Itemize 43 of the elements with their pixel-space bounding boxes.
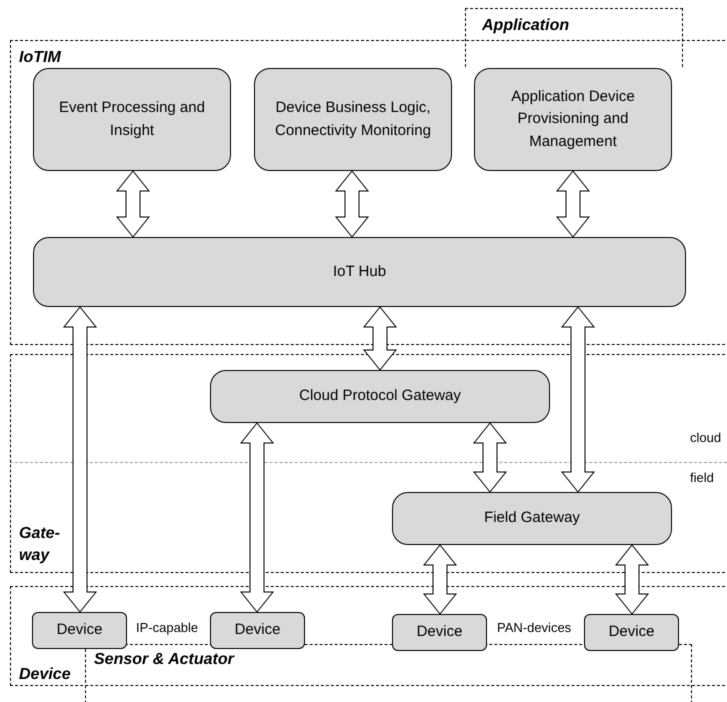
- process-box: [254, 68, 452, 171]
- process-box: [210, 612, 305, 649]
- box-label: Device: [234, 620, 280, 640]
- box-label: Device: [416, 622, 462, 642]
- box-label: Device: [608, 622, 654, 642]
- region-frame: [10, 354, 727, 573]
- zone-label: PAN-devices: [497, 620, 572, 635]
- process-box: [210, 370, 550, 423]
- double-arrow: [560, 306, 596, 493]
- double-arrow: [62, 306, 98, 613]
- double-arrow: [614, 544, 650, 615]
- double-arrow: [116, 170, 150, 238]
- process-box: [392, 492, 672, 545]
- region-heading: Application: [482, 16, 570, 36]
- region-frame: [10, 40, 727, 345]
- double-arrow: [556, 170, 590, 238]
- process-box: [32, 612, 127, 649]
- zone-label: IP-capable: [136, 620, 198, 635]
- region-heading: Sensor & Actuator: [94, 650, 234, 670]
- region-heading: Gate- way: [19, 524, 61, 566]
- box-label: Event Processing and Insight: [58, 98, 206, 140]
- box-label: Device: [56, 620, 102, 640]
- double-arrow: [422, 544, 458, 615]
- double-arrow: [472, 422, 508, 493]
- double-arrow: [334, 170, 370, 238]
- region-frame: [85, 644, 692, 702]
- double-arrow: [240, 422, 274, 613]
- zone-label: field: [690, 470, 714, 485]
- box-label: Application Device Provisioning and Management: [510, 86, 636, 152]
- box-label: IoT Hub: [332, 262, 386, 282]
- box-label: Device Business Logic, Connectivity Monitoring: [274, 98, 432, 140]
- region-heading: IoTIM: [19, 48, 61, 68]
- process-box: [33, 68, 231, 171]
- region-heading: Device: [19, 665, 71, 685]
- process-box: [33, 237, 686, 307]
- box-label: Cloud Protocol Gateway: [299, 386, 461, 406]
- box-label: Field Gateway: [484, 508, 580, 528]
- process-box: [392, 614, 487, 651]
- zone-label: cloud: [690, 430, 722, 445]
- region-frame: [465, 8, 683, 67]
- process-box: [584, 614, 679, 651]
- double-arrow: [362, 306, 398, 371]
- process-box: [474, 68, 672, 171]
